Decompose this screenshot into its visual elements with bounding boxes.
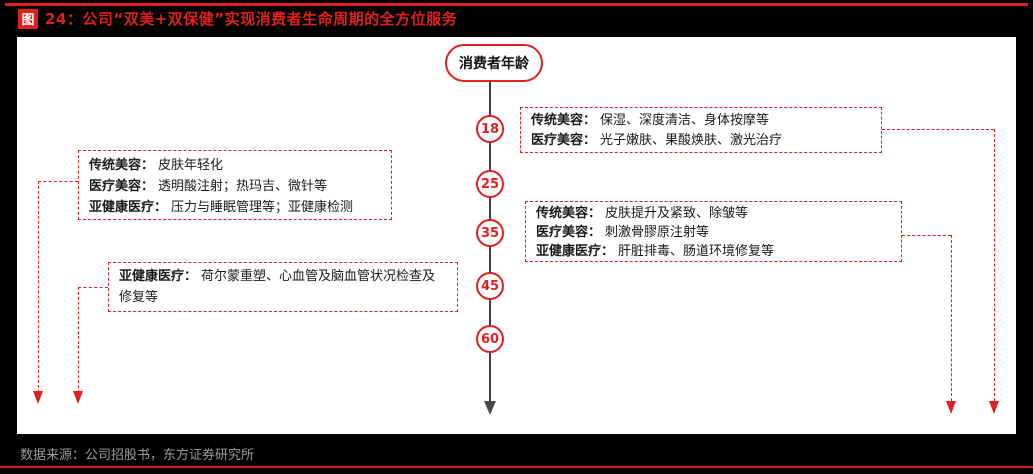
footer-accent-line: [0, 466, 1033, 468]
down-arrow-icon: [33, 391, 43, 404]
service-line: 医疗美容：刺激骨膠原注射等: [536, 225, 710, 240]
service-line: 亚健康医疗：荷尔蒙重塑、心血管及脑血管状况检查及修复等: [119, 269, 436, 305]
connector-right-middle-vertical: [951, 235, 952, 401]
connector-left-top-vertical: [38, 181, 39, 393]
services-box-age25: 传统美容：皮肤年轻化 医疗美容：透明酸注射；热玛吉、微针等 亚健康医疗：压力与睡…: [78, 150, 392, 220]
service-line: 传统美容：皮肤年轻化: [89, 158, 224, 173]
service-line: 亚健康医疗：肝脏排毒、肠道环境修复等: [536, 244, 775, 259]
figure-title-text: 24：公司“双美+双保健”实现消费者生命周期的全方位服务: [45, 10, 458, 28]
data-source-text: 数据来源：公司招股书，东方证券研究所: [20, 448, 255, 463]
age-node-35: 35: [476, 219, 504, 247]
service-line: 医疗美容：透明酸注射；热玛吉、微针等: [89, 179, 328, 194]
connector-right-top-vertical: [994, 129, 995, 401]
services-box-age18: 传统美容：保湿、深度清洁、身体按摩等 医疗美容：光子嫩肤、果酸焕肤、激光治疗: [520, 107, 882, 153]
age-node-45: 45: [476, 272, 504, 300]
connector-left-bottom-vertical: [78, 287, 79, 393]
top-accent-line: [5, 3, 1028, 6]
service-line: 医疗美容：光子嫩肤、果酸焕肤、激光治疗: [531, 133, 783, 148]
service-line: 传统美容：皮肤提升及紧致、除皱等: [536, 206, 749, 221]
down-arrow-icon: [988, 401, 999, 414]
figure-title: 图 24：公司“双美+双保健”实现消费者生命周期的全方位服务: [18, 8, 457, 29]
service-line: 亚健康医疗：压力与睡眠管理等；亚健康检测: [89, 200, 354, 215]
age-node-18: 18: [476, 115, 504, 143]
consumer-age-header: 消费者年龄: [445, 44, 543, 82]
services-box-age35: 传统美容：皮肤提升及紧致、除皱等 医疗美容：刺激骨膠原注射等 亚健康医疗：肝脏排…: [525, 201, 902, 262]
figure-badge: 图: [18, 8, 38, 29]
service-line: 传统美容：保湿、深度清洁、身体按摩等: [531, 113, 770, 128]
down-arrow-icon: [945, 401, 956, 414]
connector-right-top-horizontal: [882, 129, 994, 130]
connector-left-top-horizontal: [38, 181, 78, 182]
connector-left-bottom-horizontal: [78, 287, 108, 288]
footer-bar: 数据来源：公司招股书，东方证券研究所: [0, 434, 1033, 474]
timeline-down-arrow-icon: [484, 401, 496, 415]
down-arrow-icon: [73, 391, 83, 404]
diagram-area: 消费者年龄 18 25 35 45 60 传统美容：保湿、深度清洁、身体按摩等 …: [17, 37, 1016, 434]
age-node-25: 25: [476, 170, 504, 198]
age-node-60: 60: [476, 325, 504, 353]
connector-right-middle-horizontal: [902, 235, 951, 236]
services-box-age45: 亚健康医疗：荷尔蒙重塑、心血管及脑血管状况检查及修复等: [108, 262, 458, 312]
